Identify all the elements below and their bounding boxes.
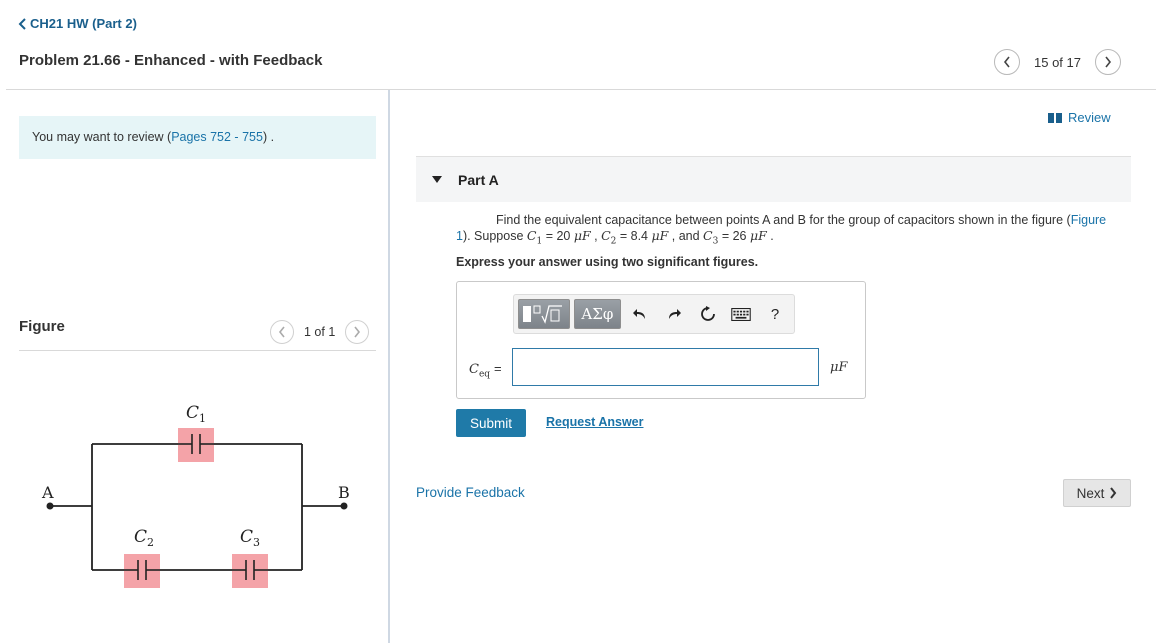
provide-feedback-link[interactable]: Provide Feedback (416, 485, 525, 500)
next-figure-button[interactable] (345, 320, 370, 344)
chevron-right-icon (1105, 56, 1112, 68)
c2-label: C2 (134, 527, 154, 549)
c1-var: C1 (526, 228, 543, 247)
chevron-left-icon (1003, 56, 1010, 68)
review-link-label: Review (1068, 110, 1111, 125)
redo-icon (668, 309, 681, 319)
symbols-button[interactable]: ΑΣφ (573, 299, 622, 329)
header-divider (6, 89, 1156, 90)
figure-1-link[interactable]: Figure 1 (456, 213, 1107, 243)
answer-unit: μF (830, 360, 848, 375)
c3-var: C3 (703, 228, 719, 247)
node-a-label: A (41, 483, 54, 502)
question-text: Find the equivalent capacitance between … (456, 213, 1107, 247)
problem-pager: 15 of 17 (994, 49, 1121, 75)
caret-down-icon (432, 175, 442, 183)
next-problem-button[interactable] (1095, 49, 1121, 75)
templates-button[interactable] (518, 299, 570, 329)
node-b-label: B (338, 483, 350, 502)
chevron-right-icon (354, 326, 361, 338)
chevron-right-icon (1110, 487, 1117, 499)
pager-count: 15 of 17 (1034, 54, 1081, 70)
figure-pager-count: 1 of 1 (304, 325, 336, 339)
figure-divider (19, 350, 376, 351)
book-icon (1048, 112, 1062, 123)
breadcrumb-label: CH21 HW (Part 2) (30, 16, 137, 31)
chevron-left-icon (18, 17, 26, 30)
keyboard-button[interactable] (726, 299, 756, 329)
part-a-header[interactable]: Part A (416, 156, 1131, 202)
c2-var: C2 (601, 228, 617, 247)
keyboard-icon (731, 307, 752, 321)
ceq-label: Ceq= (469, 361, 502, 380)
next-button[interactable]: Next (1063, 479, 1131, 507)
node-b-terminal (340, 502, 348, 510)
problem-title: Problem 21.66 - Enhanced - with Feedback (19, 52, 323, 69)
figure-heading: Figure (19, 318, 65, 335)
review-hint-prefix: You may want to review ( (32, 130, 172, 144)
figure-pager: 1 of 1 (270, 320, 370, 344)
reset-icon (700, 306, 715, 321)
review-link[interactable]: Review (1048, 110, 1111, 125)
undo-button[interactable] (625, 299, 655, 329)
math-toolbar: ΑΣφ ? (513, 294, 795, 334)
help-button[interactable]: ? (770, 305, 780, 323)
review-hint-suffix: ) . (262, 130, 275, 144)
redo-button[interactable] (659, 299, 689, 329)
breadcrumb-back-link[interactable]: CH21 HW (Part 2) (18, 16, 137, 31)
undo-icon (633, 309, 646, 319)
next-button-label: Next (1076, 485, 1105, 501)
capacitor-c3 (232, 554, 268, 588)
reset-button[interactable] (693, 299, 723, 329)
math-templates-icon (522, 305, 562, 324)
submit-button[interactable]: Submit (456, 409, 526, 437)
prev-problem-button[interactable] (994, 49, 1020, 75)
answer-instruction: Express your answer using two significan… (456, 255, 759, 269)
chevron-left-icon (278, 326, 285, 338)
part-a-title: Part A (458, 171, 499, 188)
panel-divider (388, 90, 390, 643)
prev-figure-button[interactable] (270, 320, 294, 344)
circuit-wires (50, 443, 344, 571)
c1-label: C1 (186, 403, 206, 425)
answer-input[interactable] (512, 348, 819, 386)
capacitor-c2 (124, 554, 160, 588)
question-main: Find the equivalent capacitance between … (496, 213, 1064, 227)
request-answer-link[interactable]: Request Answer (546, 415, 644, 429)
review-hint-box: You may want to review (Pages 752 - 755)… (19, 116, 376, 159)
review-pages-link[interactable]: Pages 752 - 755 (171, 130, 263, 144)
node-a-terminal (46, 502, 54, 510)
answer-panel: ΑΣφ ? Ceq= μF (456, 281, 866, 399)
capacitor-circuit-figure: A B C1 C2 C3 (41, 403, 350, 588)
capacitor-c1 (178, 428, 214, 462)
c3-label: C3 (240, 527, 260, 549)
